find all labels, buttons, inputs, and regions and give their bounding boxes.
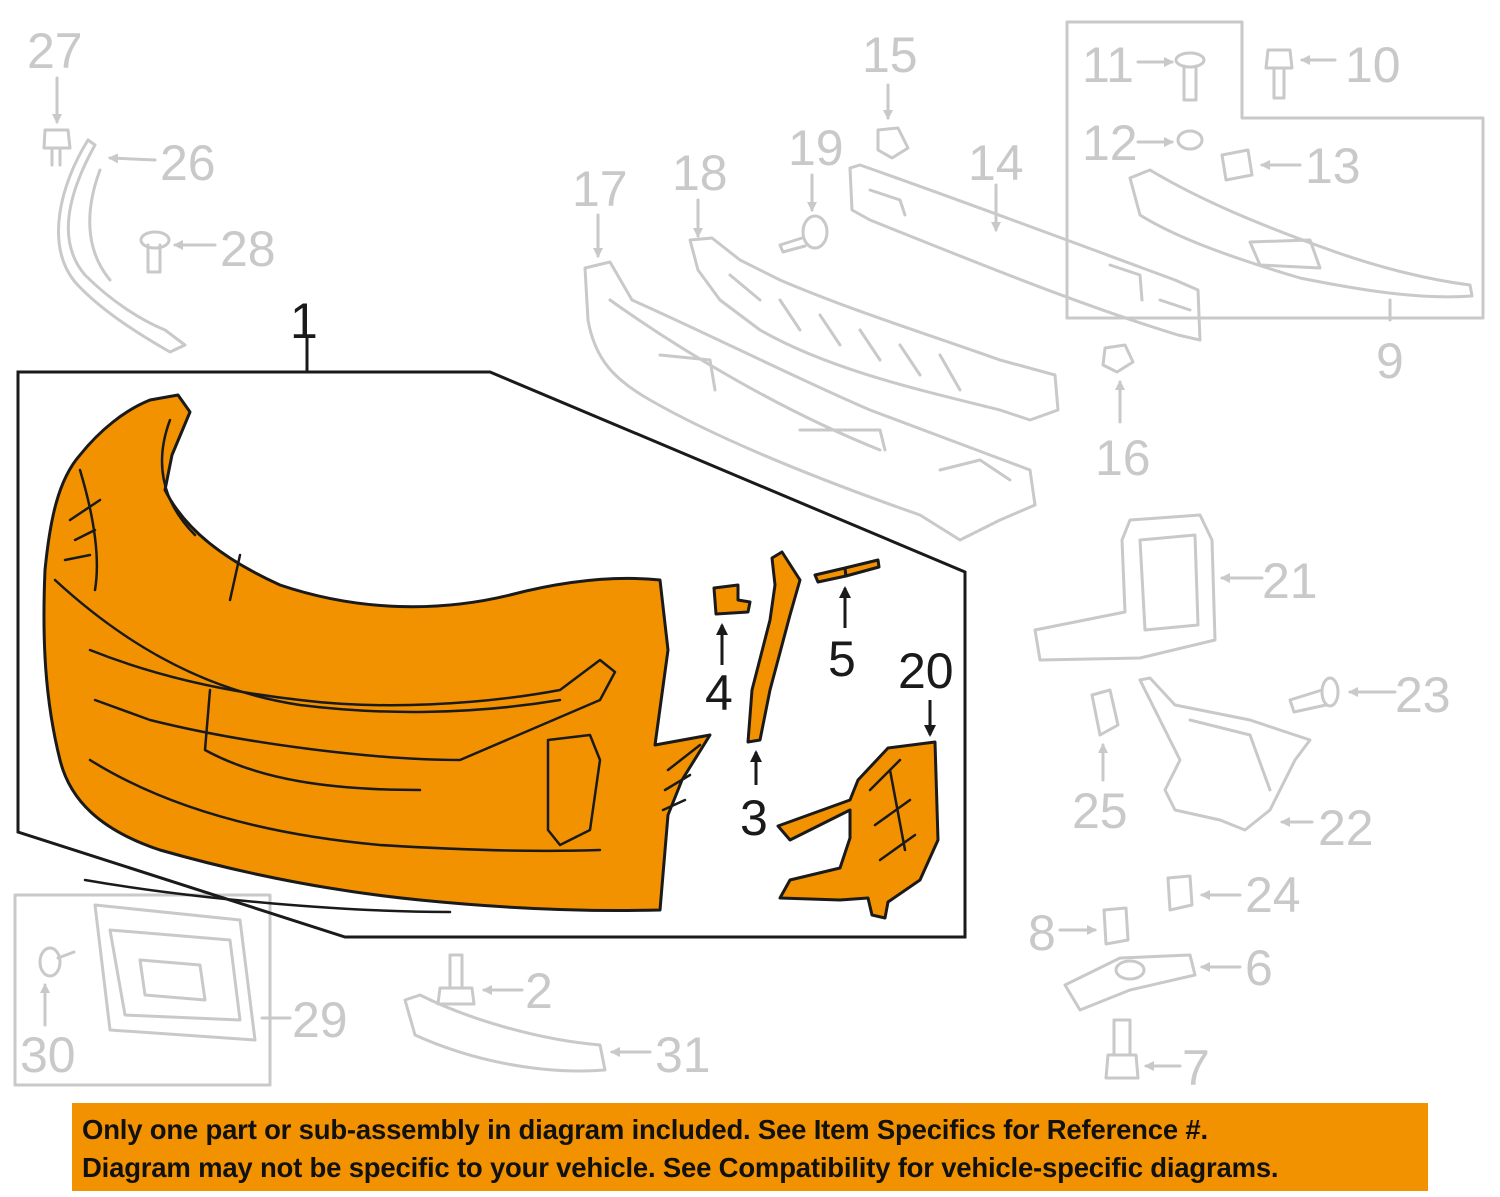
callout-29: 29 bbox=[292, 992, 348, 1048]
disclaimer-line-1: Only one part or sub-assembly in diagram… bbox=[82, 1114, 1208, 1145]
part-25-clip bbox=[1090, 688, 1120, 782]
part-1-bumper-cover bbox=[42, 393, 712, 914]
part-22-shield bbox=[1138, 676, 1314, 832]
callout-14: 14 bbox=[968, 135, 1024, 191]
callout-24: 24 bbox=[1245, 867, 1301, 923]
part-24-nut bbox=[1166, 874, 1242, 912]
callout-1: 1 bbox=[290, 293, 318, 349]
callout-18: 18 bbox=[672, 145, 728, 201]
callout-25: 25 bbox=[1072, 783, 1128, 839]
callout-3: 3 bbox=[740, 790, 768, 846]
part-14-impact-bar bbox=[848, 163, 1202, 342]
callout-22: 22 bbox=[1318, 800, 1374, 856]
part-26-bracket-strip bbox=[57, 138, 187, 354]
part-6-bracket bbox=[1063, 953, 1242, 1012]
part-7-bolt bbox=[1104, 1018, 1182, 1080]
callout-11: 11 bbox=[1082, 37, 1134, 93]
callout-23: 23 bbox=[1395, 667, 1451, 723]
callout-9: 9 bbox=[1376, 333, 1404, 389]
callout-8: 8 bbox=[1028, 905, 1056, 961]
part-8-nut bbox=[1058, 906, 1130, 946]
callout-2: 2 bbox=[525, 963, 553, 1019]
callout-17: 17 bbox=[572, 161, 628, 217]
part-19-push-pin bbox=[778, 173, 829, 254]
callout-31: 31 bbox=[655, 1027, 711, 1083]
part-4-clip bbox=[712, 583, 752, 665]
callout-28: 28 bbox=[220, 221, 276, 277]
part-27-push-pin bbox=[42, 76, 72, 167]
part-23-bolt bbox=[1288, 676, 1397, 714]
part-17-bracket bbox=[583, 213, 1037, 542]
part-21-duct bbox=[1033, 513, 1264, 662]
part-15-nut bbox=[876, 83, 910, 160]
part-5-push-pin bbox=[813, 558, 881, 628]
part-18-bracket bbox=[688, 198, 1060, 422]
part-20-bracket bbox=[776, 700, 940, 920]
disclaimer-line-2: Diagram may not be specific to your vehi… bbox=[82, 1152, 1279, 1183]
callout-4: 4 bbox=[705, 665, 733, 721]
part-3-molding bbox=[746, 550, 802, 785]
callout-6: 6 bbox=[1245, 940, 1273, 996]
disclaimer-banner: Only one part or sub-assembly in diagram… bbox=[72, 1103, 1428, 1191]
part-28-bolt bbox=[139, 230, 217, 274]
part-2-bolt bbox=[436, 953, 524, 1006]
callout-13: 13 bbox=[1305, 138, 1361, 194]
part-16-nut bbox=[1101, 343, 1135, 424]
callout-19: 19 bbox=[788, 120, 844, 176]
part-1-box bbox=[16, 338, 967, 939]
callout-27: 27 bbox=[27, 23, 83, 79]
callout-21: 21 bbox=[1262, 553, 1318, 609]
callout-16: 16 bbox=[1095, 430, 1151, 486]
callout-12: 12 bbox=[1082, 115, 1138, 171]
callout-20: 20 bbox=[898, 643, 954, 699]
part-31-lip bbox=[403, 993, 652, 1073]
part-9-group-box bbox=[1065, 20, 1485, 322]
callout-26: 26 bbox=[160, 135, 216, 191]
callout-10: 10 bbox=[1345, 37, 1401, 93]
callout-15: 15 bbox=[862, 27, 918, 83]
callout-7: 7 bbox=[1182, 1040, 1210, 1096]
callout-5: 5 bbox=[828, 631, 856, 687]
callout-30: 30 bbox=[20, 1027, 76, 1083]
